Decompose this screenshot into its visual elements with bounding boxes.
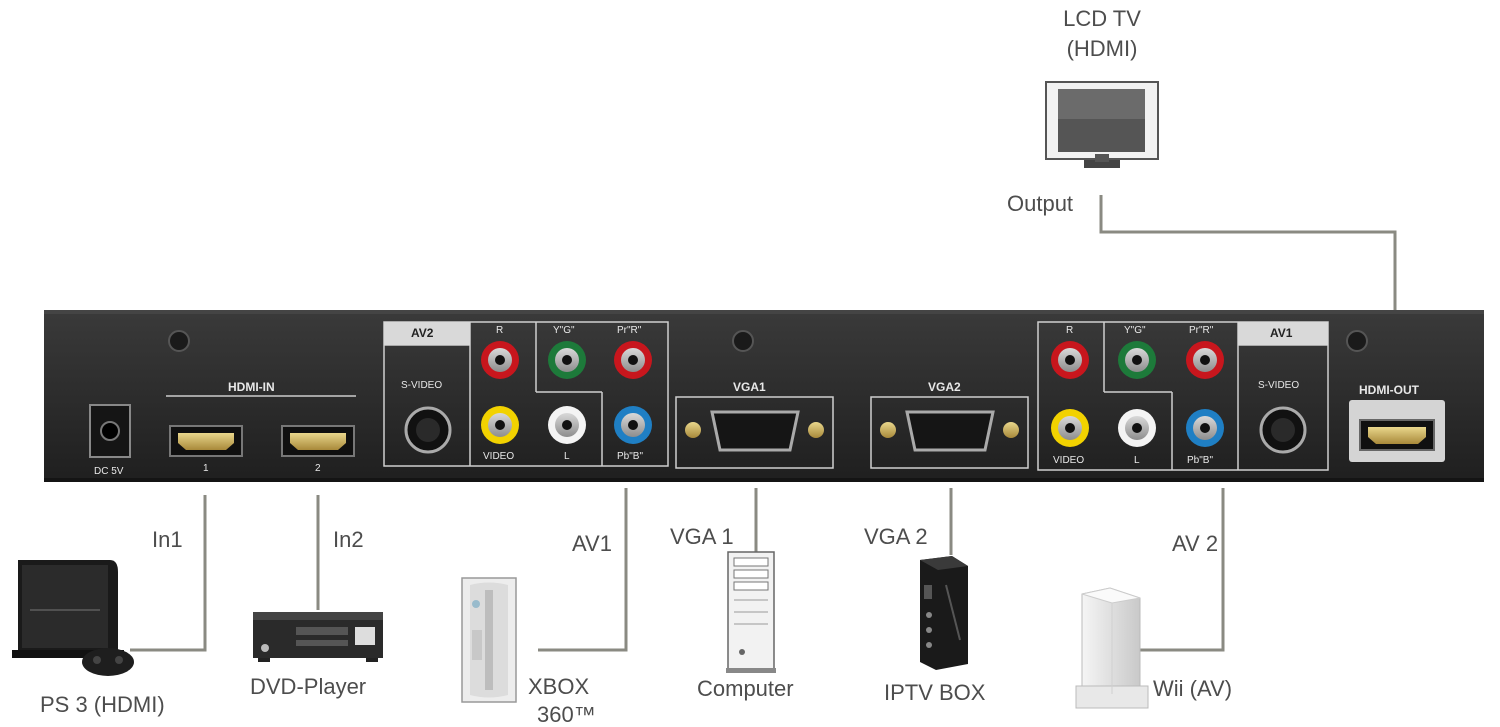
connection-lines: [130, 195, 1397, 652]
in2-link-label: In2: [333, 527, 364, 552]
vga1-link-label: VGA 1: [670, 524, 734, 549]
wii-device-label: Wii (AV): [1153, 676, 1233, 701]
av1-svideo-label: S-VIDEO: [1258, 380, 1300, 391]
hdmi-in-label: HDMI-IN: [228, 380, 275, 394]
av1-r-label: R: [1066, 325, 1074, 336]
xbox-device-sublabel: 360™: [537, 702, 596, 727]
screw-icon: [168, 330, 1368, 352]
hdmi-port-2-label: 2: [315, 463, 321, 474]
line-av1: [538, 488, 628, 652]
lcd-tv-label: LCD TV: [1063, 6, 1141, 31]
av1-l-label: L: [1134, 455, 1140, 466]
lcd-tv-sublabel: (HDMI): [1066, 36, 1138, 61]
av1-pbb-label: Pb"B": [1187, 455, 1214, 466]
dc-power-label: DC 5V: [94, 466, 124, 477]
av1-video-label: VIDEO: [1053, 455, 1085, 466]
av2-svideo-label: S-VIDEO: [401, 380, 443, 391]
av2-r-label: R: [496, 325, 504, 336]
vga2-port-icon: [880, 410, 1019, 452]
rca-jacks-av2: [481, 341, 652, 444]
av2-link-label: AV 2: [1172, 531, 1219, 556]
xbox-360-console-icon: [461, 577, 517, 703]
line-av2: [1140, 488, 1225, 652]
computer-device-label: Computer: [697, 676, 794, 701]
av2-pbb-label: Pb"B": [617, 451, 644, 462]
av1-title: AV1: [1270, 326, 1293, 340]
av2-l-label: L: [564, 451, 570, 462]
av2-video-label: VIDEO: [483, 451, 515, 462]
av2-yg-label: Y"G": [553, 325, 575, 336]
hdmi-out-port-icon: [1349, 400, 1445, 462]
ps3-device-label: PS 3 (HDMI): [40, 692, 165, 717]
vga1-label: VGA1: [733, 380, 766, 394]
hdmi-out-label: HDMI-OUT: [1359, 383, 1419, 397]
dvd-device-label: DVD-Player: [250, 674, 367, 699]
line-output: [1099, 195, 1397, 368]
iptv-device-label: IPTV BOX: [884, 680, 986, 705]
device-back-panel: [44, 310, 1484, 482]
dvd-player-icon: [253, 612, 383, 662]
av1-block: [1037, 321, 1329, 471]
av2-title: AV2: [411, 326, 434, 340]
output-link-label: Output: [1007, 191, 1074, 216]
vga2-label: VGA2: [928, 380, 961, 394]
av2-prr-label: Pr"R": [617, 325, 642, 336]
hdmi-in-port-icon: [169, 425, 355, 457]
av1-prr-label: Pr"R": [1189, 325, 1214, 336]
av1-yg-label: Y"G": [1124, 325, 1146, 336]
av1-link-label: AV1: [572, 531, 612, 556]
wii-console-icon: [1075, 587, 1149, 709]
iptv-box-icon: [920, 556, 968, 670]
line-in1: [130, 495, 207, 652]
ps3-console-icon: [12, 560, 134, 676]
rca-jacks-av1: [1051, 341, 1224, 447]
computer-tower-icon: [726, 551, 776, 673]
vga2-link-label: VGA 2: [864, 524, 928, 549]
vga1-port-icon: [685, 410, 824, 452]
lcd-tv-icon: [1045, 81, 1159, 168]
xbox-device-label: XBOX: [528, 674, 590, 699]
hdmi-port-1-label: 1: [203, 463, 209, 474]
in1-link-label: In1: [152, 527, 183, 552]
